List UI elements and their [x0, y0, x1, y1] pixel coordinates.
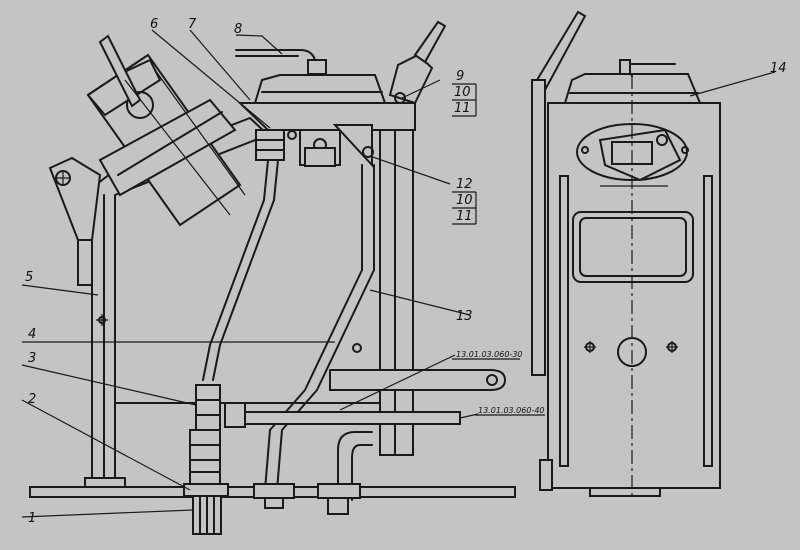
pipe-13 — [264, 164, 363, 491]
label-11a: 11 — [454, 101, 471, 116]
label-4: 4 — [28, 327, 36, 342]
nut-2 — [183, 483, 229, 497]
label-3: 3 — [28, 351, 36, 366]
hanger-bracket — [332, 124, 373, 168]
fitting-6 — [255, 129, 285, 161]
label-8: 8 — [234, 22, 242, 37]
label-10b: 10 — [456, 193, 473, 208]
tee-3 — [195, 384, 221, 431]
part-labels: 1 2 3 4 5 6 7 8 9 10 11 12 10 11 13 14 1… — [25, 17, 787, 526]
label-6: 6 — [150, 17, 158, 32]
front-view — [21, 20, 516, 535]
post-foot — [84, 477, 126, 488]
base-nut-a — [253, 483, 295, 499]
label-11b: 11 — [456, 209, 473, 224]
instrument-port — [126, 91, 154, 119]
tilted-instrument — [86, 34, 246, 227]
dome-cover — [253, 74, 387, 104]
upper-table — [237, 102, 416, 131]
label-1: 1 — [28, 511, 36, 526]
ref-40: 13.01.03.060-40 — [478, 406, 545, 415]
bar-30 — [329, 369, 507, 391]
label-14: 14 — [770, 61, 787, 76]
base-nut-b — [317, 483, 361, 499]
label-10a: 10 — [454, 85, 471, 100]
label-12: 12 — [456, 177, 473, 192]
right-post — [379, 129, 414, 456]
left-pipe — [202, 159, 269, 381]
lower-window — [572, 211, 694, 283]
label-13: 13 — [456, 309, 473, 324]
ref-30: 13.01.03.060-30 — [456, 350, 523, 359]
loop-pipe — [337, 431, 373, 501]
side-bracket — [48, 156, 102, 241]
leader-lines — [21, 29, 479, 518]
side-view — [531, 10, 776, 497]
bar-40 — [239, 411, 461, 425]
label-7: 7 — [188, 17, 197, 32]
label-9: 9 — [456, 69, 464, 84]
label-2: 2 — [28, 392, 36, 407]
bracket-tab — [77, 239, 93, 286]
label-5: 5 — [25, 270, 33, 285]
